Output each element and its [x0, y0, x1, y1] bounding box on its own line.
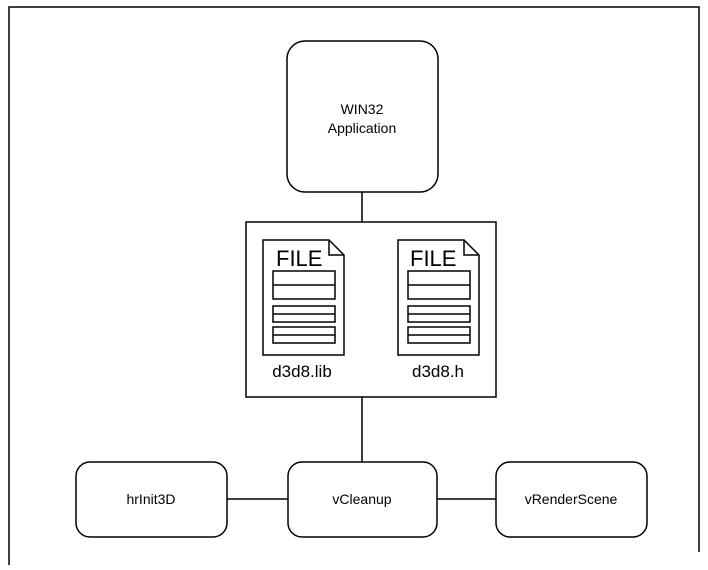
d3d8-lib-file: FILE d3d8.lib: [262, 239, 345, 381]
vrenderscene-node: vRenderScene: [495, 461, 648, 538]
vcleanup-label: vCleanup: [332, 491, 391, 507]
win32-application-line1: WIN32: [341, 101, 384, 117]
hrinit3d-node: hrInit3D: [75, 461, 228, 538]
file-tag-label: FILE: [410, 246, 456, 271]
d3d8-h-file: FILE d3d8.h: [397, 239, 480, 381]
folded-corner-icon: [328, 240, 344, 256]
vrenderscene-label: vRenderScene: [525, 491, 618, 507]
folded-corner-icon: [463, 240, 479, 256]
diagram-frame: [8, 6, 700, 565]
file-name-label: d3d8.lib: [272, 362, 332, 381]
hrinit3d-label: hrInit3D: [126, 491, 175, 507]
file-tag-label: FILE: [276, 246, 322, 271]
vcleanup-node: vCleanup: [287, 461, 438, 538]
file-name-label: d3d8.h: [412, 362, 464, 381]
win32-application-node: WIN32 Application: [286, 40, 439, 193]
win32-application-line2: Application: [328, 120, 397, 136]
